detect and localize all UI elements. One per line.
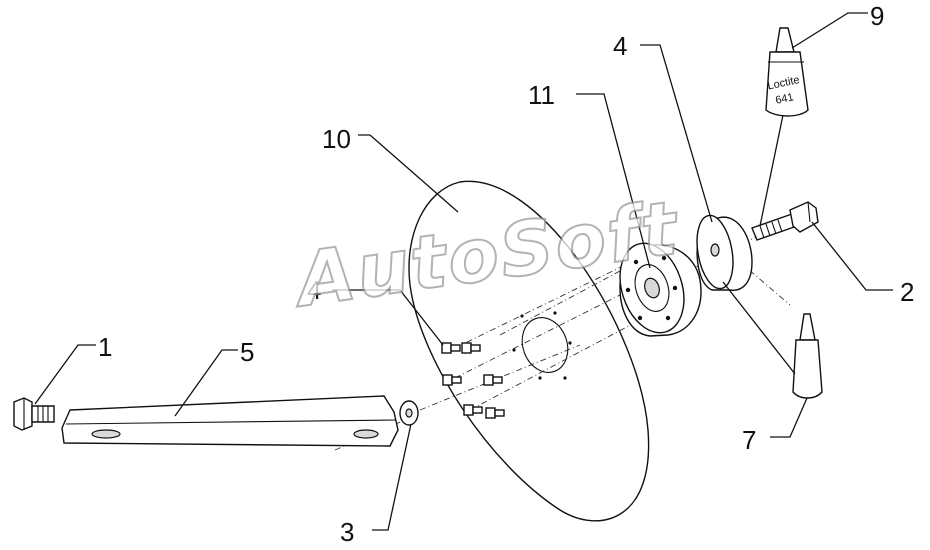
callout-3: 3 xyxy=(340,517,354,547)
leader-lines xyxy=(34,12,893,531)
callout-10: 10 xyxy=(322,124,351,154)
tube-code-label: 641 xyxy=(774,91,794,107)
blade-part-5 xyxy=(61,395,399,447)
callout-1: 1 xyxy=(98,332,112,362)
sealant-tube-part-7 xyxy=(792,313,823,399)
loctite-tube-part-9: Loctite 641 xyxy=(765,27,809,117)
disc-bolt-holes xyxy=(512,311,572,380)
callout-11: 11 xyxy=(528,80,555,110)
washer-part-4-right xyxy=(696,214,753,291)
callout-5: 5 xyxy=(240,337,254,367)
callout-4-screws: 4 xyxy=(307,275,321,305)
callout-4-washer: 4 xyxy=(613,31,627,61)
callout-7: 7 xyxy=(742,425,756,455)
callout-2: 2 xyxy=(900,277,914,307)
callout-labels: 1 5 3 4 10 11 4 9 2 7 xyxy=(98,1,914,547)
washer-part-3 xyxy=(399,400,419,426)
disc-part-10 xyxy=(408,180,650,522)
hub-part-11 xyxy=(619,242,702,337)
bolt-part-1 xyxy=(13,397,55,431)
bolt-part-2 xyxy=(751,201,819,241)
screws-part-4 xyxy=(441,342,505,419)
callout-9: 9 xyxy=(870,1,884,31)
